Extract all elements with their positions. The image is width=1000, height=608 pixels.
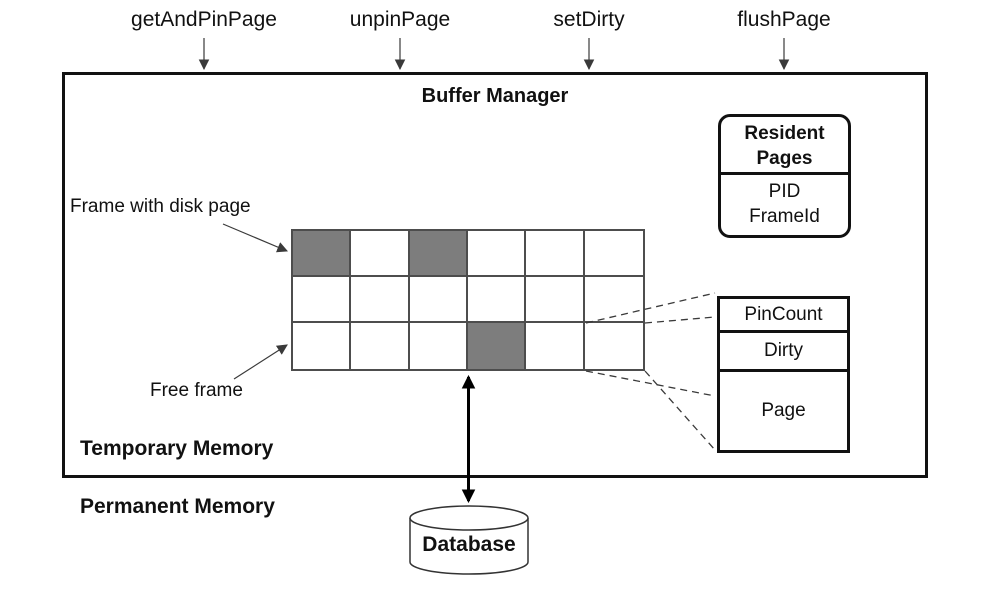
frame-detail-page: Page [761, 400, 806, 421]
temporary-memory-label: Temporary Memory [80, 437, 274, 460]
frame-detail-pincount: PinCount [720, 299, 847, 333]
frame-cell-free [526, 323, 585, 369]
frame-cell-free [584, 323, 643, 369]
frame-cell-free [351, 323, 410, 369]
api-label-unpinpage: unpinPage [349, 8, 451, 31]
frame-cell-free [526, 231, 585, 277]
frame-cell-free [467, 277, 527, 323]
frame-cell-free [467, 231, 527, 277]
frame-cell-free [351, 277, 410, 323]
frame-cell-free [584, 231, 643, 277]
frame-cell-free [584, 277, 643, 323]
api-label-flushpage: flushPage [737, 8, 831, 31]
free-frame-label: Free frame [150, 380, 243, 401]
frame-cell-free [351, 231, 410, 277]
frame-cell-free [409, 323, 468, 369]
database-label: Database [422, 533, 516, 556]
frame-cell-free [293, 277, 352, 323]
resident-pages-title: Resident Pages [721, 117, 848, 175]
frame-grid [291, 229, 645, 371]
frame-cell-occupied [467, 323, 527, 369]
frame-with-disk-page-label: Frame with disk page [70, 196, 251, 217]
frame-cell-occupied [409, 231, 468, 277]
permanent-memory-label: Permanent Memory [80, 495, 275, 518]
frame-cell-occupied [293, 231, 352, 277]
buffer-manager-title: Buffer Manager [421, 85, 569, 107]
frame-detail-box: PinCount Dirty Page [717, 296, 850, 453]
frame-cell-free [409, 277, 468, 323]
resident-pages-entry: PID FrameId [749, 181, 820, 227]
api-label-setdirty: setDirty [553, 8, 625, 31]
frame-cell-free [293, 323, 352, 369]
api-label-getandpinpage: getAndPinPage [131, 8, 277, 31]
resident-pages-box: Resident Pages PID FrameId [718, 114, 851, 238]
frame-detail-dirty: Dirty [720, 333, 847, 372]
frame-cell-free [526, 277, 585, 323]
